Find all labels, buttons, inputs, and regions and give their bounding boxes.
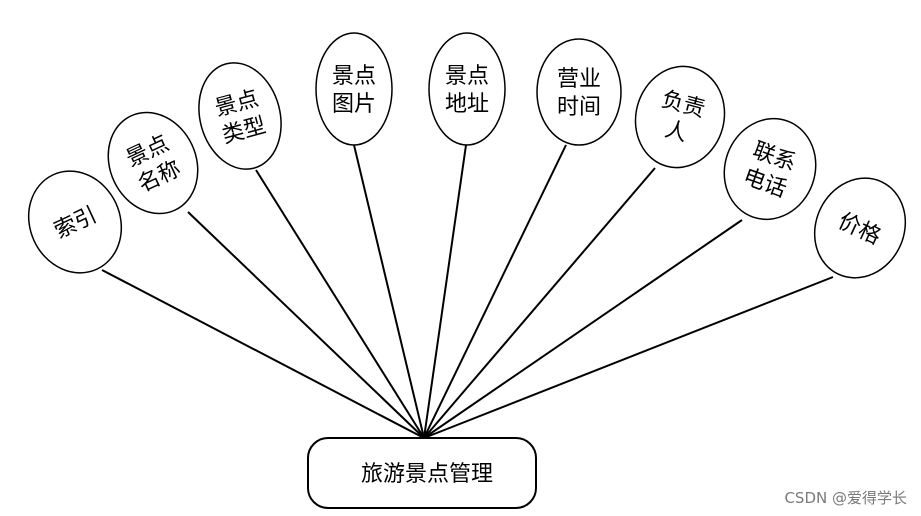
connector-line-address xyxy=(423,144,467,439)
attribute-ellipse xyxy=(27,170,123,274)
connector-line-name xyxy=(187,211,425,439)
connector-line-price xyxy=(423,276,834,439)
attribute-ellipse xyxy=(428,32,506,146)
connector-line-phone xyxy=(423,219,743,439)
attribute-ellipse xyxy=(315,32,393,146)
attribute-ellipse xyxy=(536,38,622,146)
connector-line-manager xyxy=(423,167,656,439)
watermark: CSDN @爱得学长 xyxy=(784,489,907,507)
connector-line-image xyxy=(353,144,425,439)
attribute-label: 地址 xyxy=(445,92,489,117)
attribute-nodes: 索引景点名称景点类型景点图片景点地址营业时间负责人联系电话价格 xyxy=(27,32,907,279)
attribute-ellipse xyxy=(723,117,817,221)
entity-label: 旅游景点管理 xyxy=(361,462,493,487)
attribute-label: 图片 xyxy=(332,92,376,117)
attribute-label: 景点 xyxy=(332,64,376,89)
attribute-ellipse xyxy=(107,111,199,215)
attribute-ellipse xyxy=(198,62,282,170)
attribute-label: 景点 xyxy=(445,64,489,89)
attribute-ellipse xyxy=(634,65,726,169)
attribute-index: 索引 xyxy=(27,170,123,274)
attribute-manager: 负责人 xyxy=(634,65,726,169)
connector-line-type xyxy=(255,169,425,439)
entity-box: 旅游景点管理 xyxy=(307,437,537,509)
connector-lines xyxy=(101,144,834,439)
connector-line-index xyxy=(101,269,425,439)
attribute-label: 营业 xyxy=(557,67,601,92)
attribute-ellipse xyxy=(813,177,907,279)
attribute-label: 时间 xyxy=(557,95,601,120)
attribute-price: 价格 xyxy=(813,177,907,279)
connector-line-hours xyxy=(423,144,567,439)
